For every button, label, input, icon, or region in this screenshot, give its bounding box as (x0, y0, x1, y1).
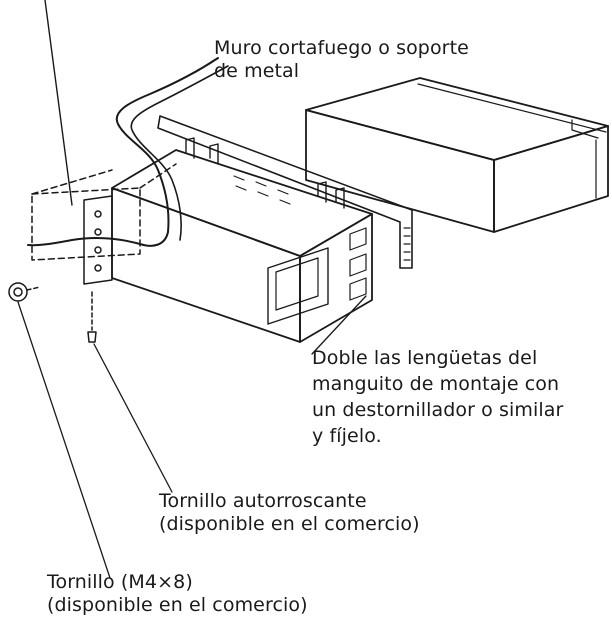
firewall-cable-edge (130, 65, 229, 241)
screw-m4x8 (8, 282, 41, 302)
self-tapping-line1: Tornillo autorroscante (159, 490, 367, 512)
strap-holes (403, 227, 411, 261)
mounting-sleeve (111, 137, 373, 343)
dashed-bracket (31, 163, 177, 261)
bend-tabs-label: Doble las lengüetas del manguito de mont… (312, 345, 563, 449)
self-tapping-screw (87, 291, 97, 343)
leader-screw (17, 301, 111, 579)
bend-tabs-line2: manguito de montaje con (312, 373, 560, 395)
firewall-label-line2: de metal (214, 60, 300, 82)
self-tapping-screw-label: Tornillo autorroscante (disponible en el… (159, 490, 420, 536)
firewall-label-line1: Muro cortafuego o soporte (214, 37, 469, 59)
bend-tabs-line3: un destornillador o similar (312, 399, 564, 421)
leader-firewall (195, 59, 215, 73)
bend-tabs-line4: y fíjelo. (312, 425, 382, 447)
top-leader-line (44, 0, 73, 206)
side-bracket (83, 195, 113, 285)
head-unit (305, 77, 609, 233)
self-tapping-line2: (disponible en el comercio) (159, 513, 420, 535)
firewall-cable (27, 57, 219, 247)
screw-label-line1: Tornillo (M4×8) (47, 571, 193, 593)
firewall-label: Muro cortafuego o soporte de metal (214, 37, 469, 83)
leader-tabs (311, 295, 367, 355)
metal-strap (157, 115, 413, 269)
bend-tabs-line1: Doble las lengüetas del (312, 347, 538, 369)
screw-label: Tornillo (M4×8) (disponible en el comerc… (47, 571, 308, 617)
screw-label-line2: (disponible en el comercio) (47, 594, 308, 616)
leader-self-tapping (93, 343, 173, 493)
